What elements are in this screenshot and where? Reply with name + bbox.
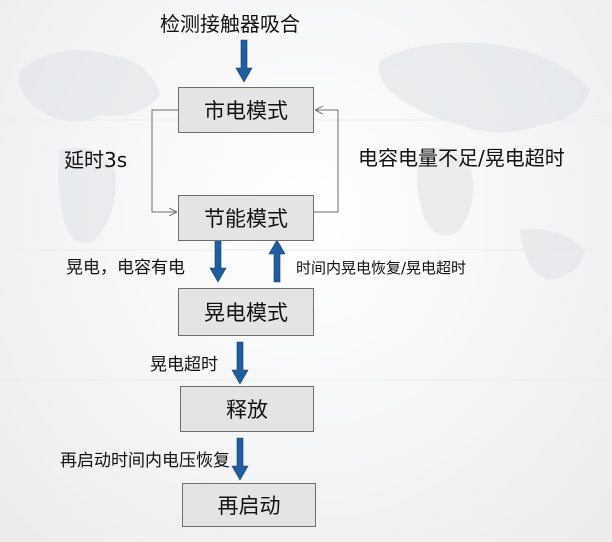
restart-node: 再启动 [182,483,316,527]
energy-saving-mode-node: 节能模式 [178,195,314,241]
voltage-recovered-label: 再启动时间内电压恢复 [60,451,230,471]
flicker-timeout-label: 晃电超时 [150,355,218,375]
capacitor-low-connector [314,110,339,213]
start-label: 检测接触器吸合 [160,12,300,36]
capacitor-low-label: 电容电量不足/晃电超时 [358,146,565,170]
down-arrow-release [231,341,249,385]
release-node: 释放 [180,386,314,432]
flicker-mode-node: 晃电模式 [178,288,314,336]
recover-in-time-label: 时间内晃电恢复/晃电超时 [296,259,467,277]
mains-mode-node: 市电模式 [178,87,314,133]
start-arrow [235,39,253,83]
up-arrow-recover [268,239,286,283]
down-arrow-flicker [209,239,227,283]
flicker-capacitor-label: 晃电，电容有电 [66,258,185,278]
delay-label: 延时3s [64,148,128,172]
down-arrow-restart [231,437,249,481]
delay-connector [151,109,178,212]
